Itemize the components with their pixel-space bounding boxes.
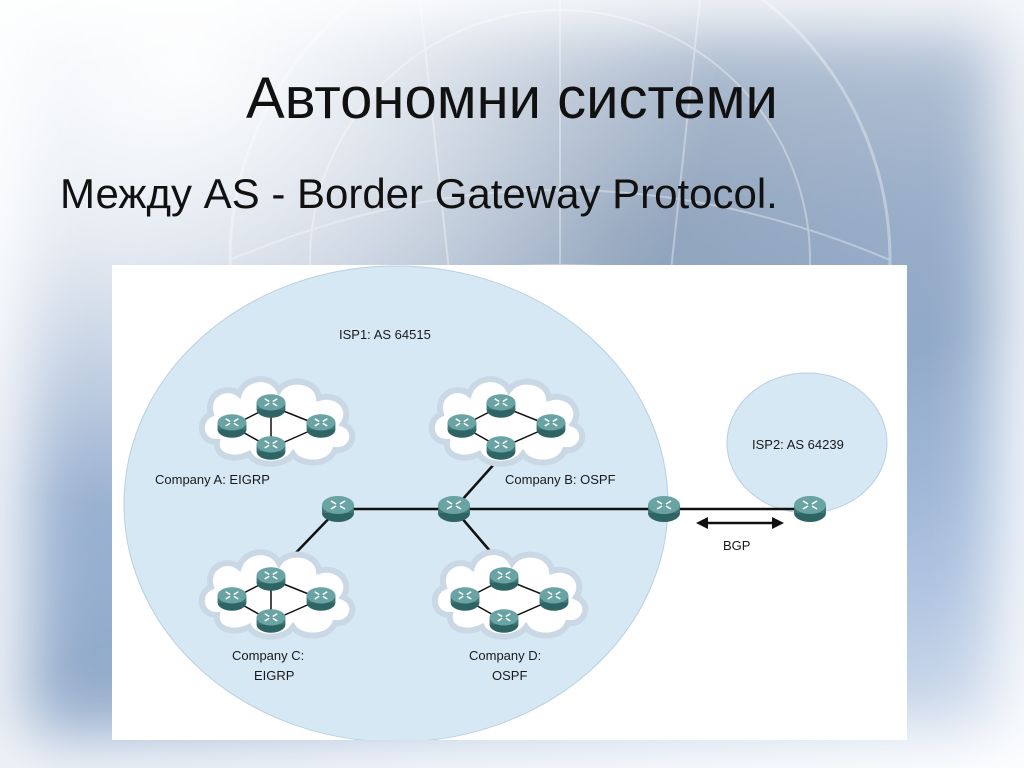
router-isp1-border	[647, 495, 681, 523]
company-d-cloud	[435, 552, 585, 637]
company-d-label-line1: Company D:	[469, 648, 541, 663]
company-b-cloud	[432, 379, 582, 464]
company-c-cloud	[202, 552, 352, 637]
isp1-label: ISP1: AS 64515	[339, 327, 431, 342]
company-a-cloud	[202, 379, 352, 464]
router-isp2-border	[793, 495, 827, 523]
company-a-label: Company A: EIGRP	[155, 472, 270, 487]
network-diagram: ISP1: AS 64515 ISP2: AS 64239 Company A:…	[112, 265, 907, 740]
router-company-a-edge	[321, 495, 355, 523]
company-c-label-line2: EIGRP	[254, 668, 294, 683]
company-d-label-line2: OSPF	[492, 668, 527, 683]
diagram-canvas: ISP1: AS 64515 ISP2: AS 64239 Company A:…	[123, 265, 888, 740]
router-isp1-core	[437, 495, 471, 523]
company-c-label-line1: Company C:	[232, 648, 304, 663]
isp2-label: ISP2: AS 64239	[752, 437, 844, 452]
company-b-label: Company B: OSPF	[505, 472, 616, 487]
bgp-label: BGP	[723, 538, 750, 553]
slide-title: Автономни системи	[246, 66, 778, 131]
slide-bullet: Между AS - Border Gateway Protocol.	[60, 170, 778, 217]
bgp-arrow	[696, 517, 784, 529]
